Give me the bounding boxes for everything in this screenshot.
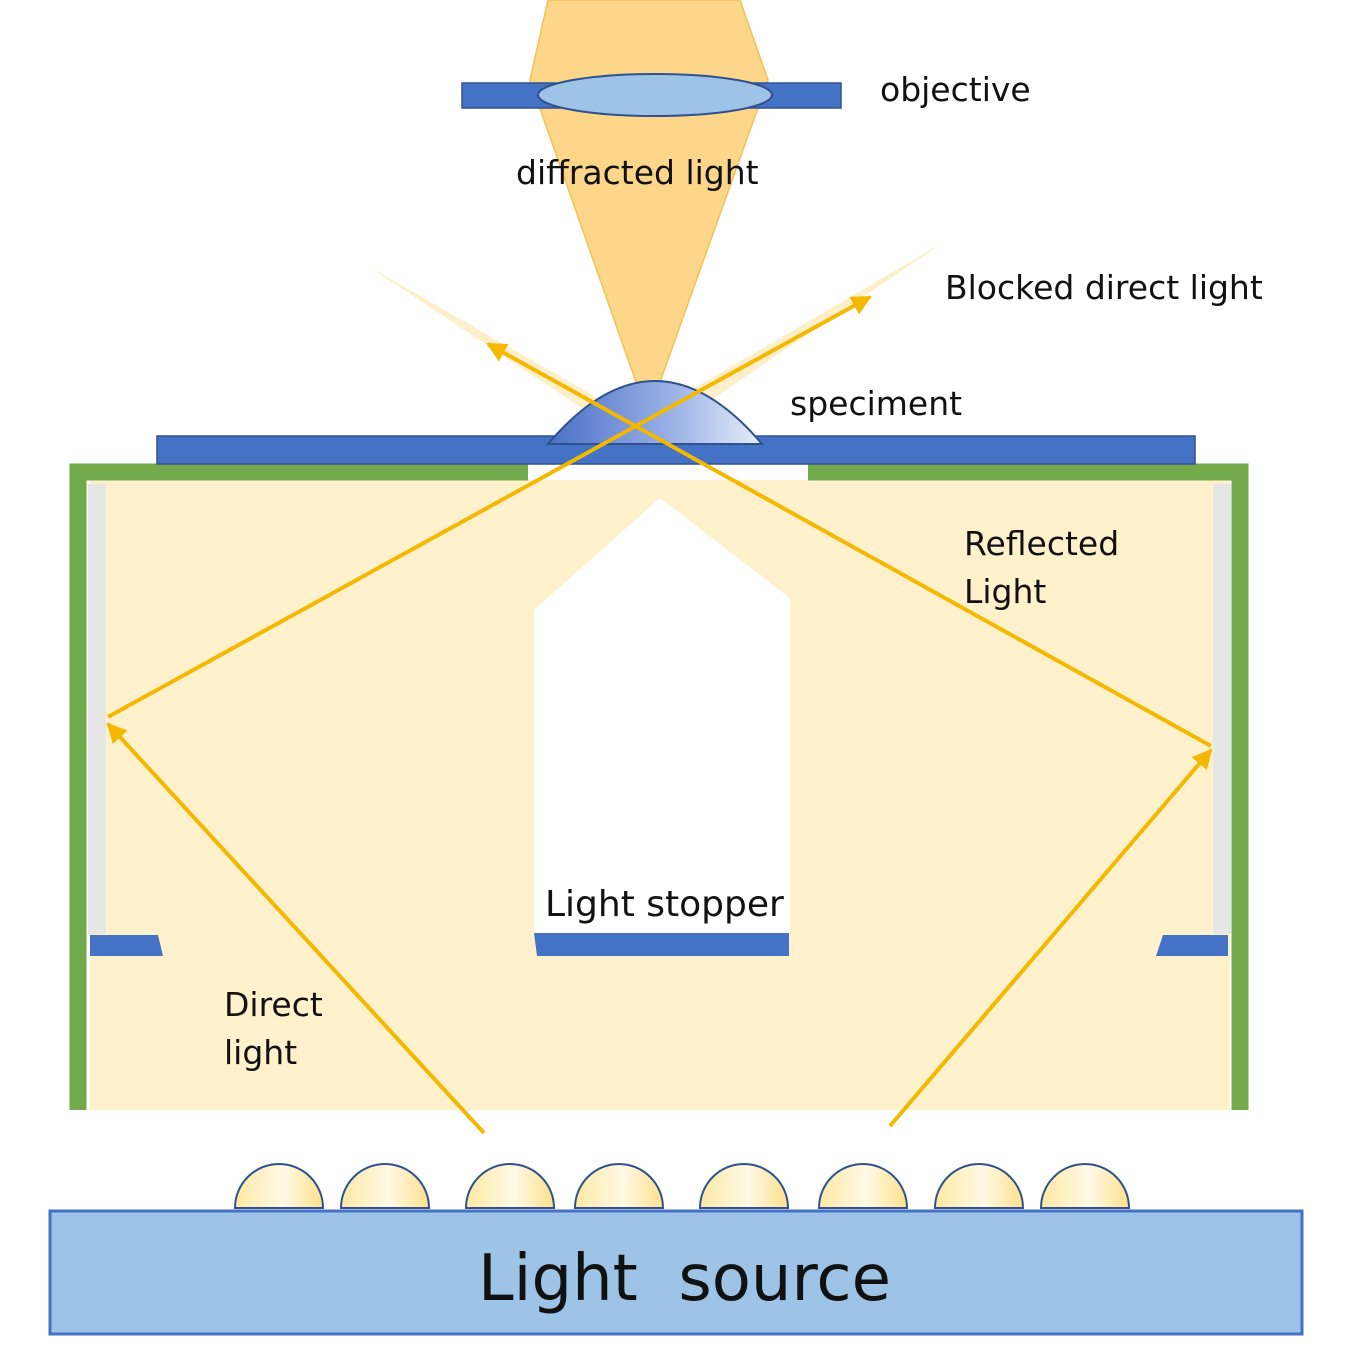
objective-label: objective	[880, 70, 1031, 109]
reflected-light-ray-left	[107, 295, 872, 719]
objective-lens	[537, 73, 773, 117]
led-array	[233, 1163, 1131, 1209]
housing-frame	[69, 463, 1249, 1110]
led	[233, 1163, 325, 1209]
led	[933, 1163, 1025, 1209]
light-stopper-shadow	[534, 498, 790, 935]
blocked-direct-light-label: Blocked direct light	[945, 268, 1263, 307]
light-stopper-plate	[534, 933, 789, 956]
led	[464, 1163, 556, 1209]
light-source-label: Light source	[478, 1242, 891, 1316]
reflected-light-ray-right	[486, 342, 1212, 748]
specimen	[545, 380, 765, 445]
direct-light-label-line1: Direct	[224, 985, 323, 1024]
right-mirror	[1213, 484, 1231, 934]
led	[698, 1163, 790, 1209]
led	[573, 1163, 665, 1209]
light-rays	[106, 295, 1213, 1135]
led	[339, 1163, 431, 1209]
reflected-light-label-line2: Light	[964, 572, 1046, 611]
direct-light-ray-left	[106, 722, 486, 1135]
led	[817, 1163, 909, 1209]
diffracted-light-label: diffracted light	[516, 153, 759, 192]
direct-light-ray-right	[888, 748, 1213, 1128]
right-aperture-plate	[1156, 935, 1228, 956]
left-mirror	[88, 484, 106, 934]
reflected-light-label-line1: Reflected	[964, 524, 1119, 563]
direct-light-label-line2: light	[224, 1033, 297, 1072]
light-stopper-label: Light stopper	[545, 884, 784, 925]
light-source-block	[48, 1209, 1304, 1336]
led	[1039, 1163, 1131, 1209]
left-aperture-plate	[90, 935, 163, 956]
speciment-label: speciment	[790, 384, 962, 423]
